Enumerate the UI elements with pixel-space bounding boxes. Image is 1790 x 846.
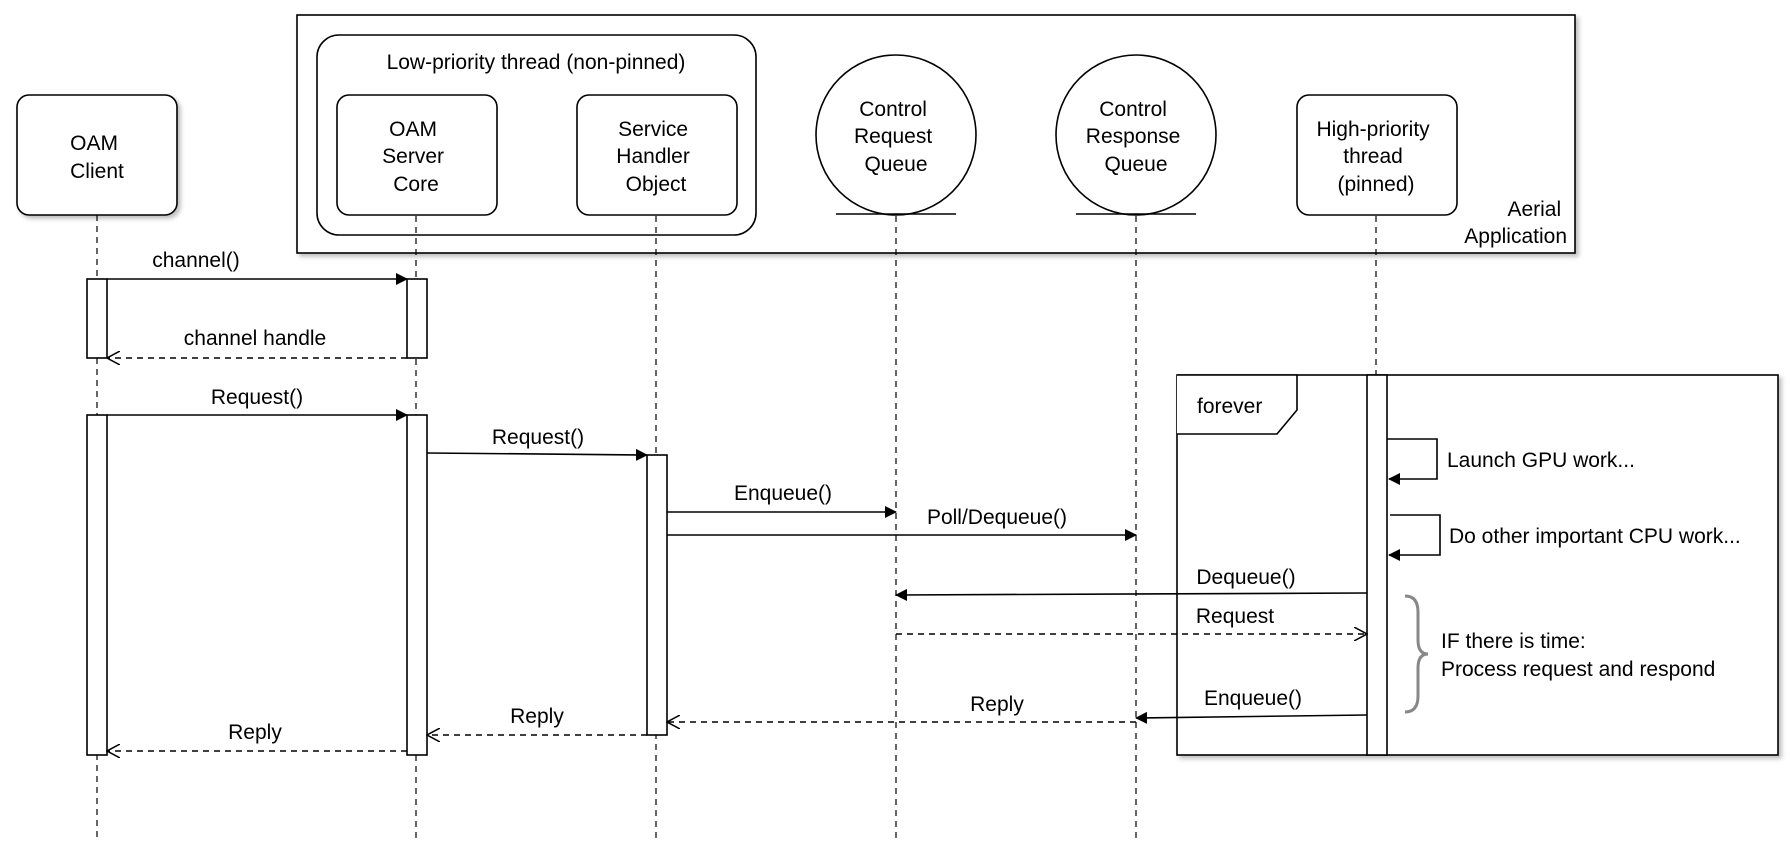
- control-request-queue-line-2: Request: [854, 125, 932, 148]
- activation-oam-server-core-1: [406, 278, 428, 359]
- control-response-queue-line-3: Queue: [1104, 153, 1167, 176]
- label-reply-from-queue: Reply: [970, 693, 1024, 716]
- aerial-application-label: Aerial Application: [1464, 198, 1567, 248]
- label-launch-gpu: Launch GPU work...: [1447, 449, 1635, 472]
- service-handler-line-2: Handler: [616, 145, 690, 168]
- aerial-application-line-2: Application: [1464, 225, 1567, 248]
- activation-bars: [86, 278, 1388, 756]
- label-enqueue-2: Enqueue(): [1204, 687, 1302, 710]
- service-handler-line-1: Service: [618, 118, 688, 141]
- self-call-launch-gpu: Launch GPU work...: [1387, 438, 1635, 485]
- control-request-queue-line-3: Queue: [864, 153, 927, 176]
- activation-oam-client-1: [86, 278, 108, 359]
- oam-client-label: OAM Client: [70, 132, 124, 183]
- label-reply-to-client: Reply: [228, 721, 282, 744]
- oam-server-core-line-3: Core: [393, 173, 439, 196]
- forever-loop-frame: forever: [1176, 374, 1779, 756]
- label-channel-handle: channel handle: [184, 327, 326, 350]
- label-dequeue: Dequeue(): [1196, 566, 1295, 589]
- control-response-queue-label: Control Response Queue: [1086, 98, 1186, 176]
- aerial-application-line-1: Aerial: [1507, 198, 1561, 221]
- high-priority-thread-line-3: (pinned): [1337, 173, 1414, 196]
- participant-high-priority-thread: High-priority thread (pinned): [1296, 94, 1458, 216]
- activation-service-handler: [646, 454, 668, 736]
- participant-service-handler-object: Service Handler Object: [576, 94, 738, 216]
- high-priority-thread-line-1: High-priority: [1316, 118, 1430, 141]
- control-response-queue-line-1: Control: [1099, 98, 1167, 121]
- activation-oam-server-core-2: [406, 414, 428, 756]
- self-call-cpu-work: Do other important CPU work...: [1388, 514, 1741, 561]
- oam-client-line-1: OAM: [70, 132, 118, 155]
- activation-high-priority-thread: [1366, 374, 1388, 756]
- control-request-queue-line-1: Control: [859, 98, 927, 121]
- participant-control-request-queue: Control Request Queue: [815, 54, 977, 216]
- label-cpu-work: Do other important CPU work...: [1449, 525, 1741, 548]
- arrow-enqueue-2: [1135, 711, 1368, 724]
- oam-client-line-2: Client: [70, 160, 124, 183]
- control-response-queue-line-2: Response: [1086, 125, 1181, 148]
- label-request-2: Request(): [492, 426, 584, 449]
- label-request-return: Request: [1196, 605, 1274, 628]
- service-handler-line-3: Object: [626, 173, 687, 196]
- label-request-1: Request(): [211, 386, 303, 409]
- oam-server-core-line-1: OAM: [389, 118, 437, 141]
- oam-server-core-label: OAM Server Core: [382, 118, 450, 196]
- activation-oam-client-2: [86, 414, 108, 756]
- control-request-queue-label: Control Request Queue: [854, 98, 938, 176]
- curly-brace-icon: [1404, 594, 1429, 714]
- label-reply-from-handler: Reply: [510, 705, 564, 728]
- arrow-dequeue: [895, 588, 1368, 601]
- label-channel: channel(): [152, 249, 240, 272]
- high-priority-thread-line-2: thread: [1343, 145, 1403, 168]
- if-time-note: IF there is time: Process request and re…: [1404, 594, 1715, 714]
- messages: channel() channel handle Request() Reque…: [107, 249, 1367, 751]
- if-time-text: IF there is time: Process request and re…: [1441, 630, 1715, 681]
- if-time-line-1: IF there is time:: [1441, 630, 1586, 653]
- participant-oam-client: OAM Client: [16, 94, 178, 216]
- participant-control-response-queue: Control Response Queue: [1055, 54, 1217, 216]
- forever-frame-label: forever: [1197, 395, 1262, 418]
- label-poll-dequeue: Poll/Dequeue(): [927, 506, 1067, 529]
- low-priority-thread-label: Low-priority thread (non-pinned): [387, 51, 686, 74]
- participant-oam-server-core: OAM Server Core: [336, 94, 498, 216]
- if-time-line-2: Process request and respond: [1441, 658, 1715, 681]
- arrow-request-2: [426, 448, 648, 461]
- service-handler-label: Service Handler Object: [616, 118, 695, 196]
- label-enqueue-1: Enqueue(): [734, 482, 832, 505]
- high-priority-thread-label: High-priority thread (pinned): [1316, 118, 1435, 196]
- oam-server-core-line-2: Server: [382, 145, 444, 168]
